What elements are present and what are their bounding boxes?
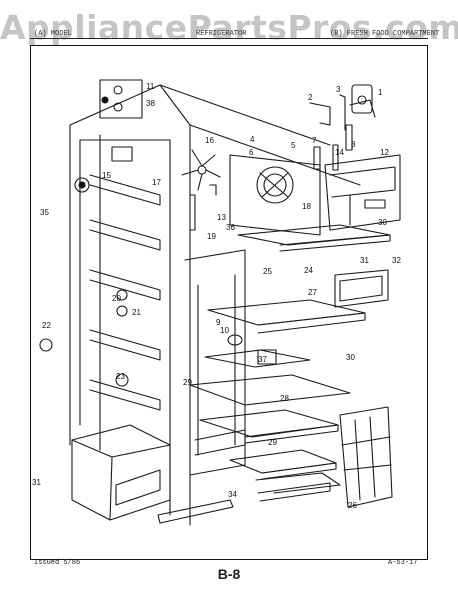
- cam: [116, 289, 128, 301]
- callout-30: 30: [378, 218, 387, 227]
- header-model: (A) MODEL: [34, 30, 72, 38]
- callout-24: 24: [304, 266, 313, 275]
- roller: [116, 305, 128, 317]
- hinge-part: [39, 338, 53, 352]
- callout-31b: 31: [32, 478, 41, 487]
- callout-27: 27: [308, 288, 317, 297]
- callout-28: 28: [280, 394, 289, 403]
- control-housing: [324, 154, 401, 231]
- callout-3: 3: [336, 85, 341, 94]
- callout-35: 35: [40, 208, 49, 217]
- callout-12: 12: [380, 148, 389, 157]
- callout-37: 38: [146, 99, 155, 108]
- callout-15: 15: [102, 171, 111, 180]
- top-brackets: [309, 84, 376, 171]
- callout-29b: 29: [268, 438, 277, 447]
- exploded-parts-diagram: 11 38 1 2 3 4 5 6 7 8 9 10 12 13 14 15 1…: [32, 79, 401, 526]
- callout-10: 10: [220, 326, 229, 335]
- meat-pan: [334, 269, 389, 308]
- thermostat: [111, 146, 133, 162]
- callout-32: 32: [392, 256, 401, 265]
- header-rule: [30, 38, 428, 39]
- refrigerator-cabinet: [69, 84, 361, 526]
- callout-26: 26: [348, 501, 357, 510]
- light-socket-inset: [99, 79, 143, 119]
- callout-16: 16: [205, 136, 214, 145]
- drawing-code: A-53-17: [388, 559, 418, 567]
- knob: [74, 177, 90, 193]
- callout-5: 5: [291, 141, 296, 150]
- callout-23: 23: [116, 372, 125, 381]
- callout-29: 29: [183, 378, 192, 387]
- shelves: [189, 224, 391, 502]
- callout-13: 13: [217, 213, 226, 222]
- callout-6: 6: [249, 148, 254, 157]
- screw-cluster: [115, 373, 129, 387]
- callout-34: 34: [228, 490, 237, 499]
- watermark: AppliancePartsPros.com: [0, 8, 458, 47]
- crisper-drawer: [71, 424, 171, 521]
- callout-25: 25: [263, 267, 272, 276]
- light-shield: [257, 349, 277, 365]
- crisper-frame: [339, 406, 393, 508]
- callout-4: 4: [250, 135, 255, 144]
- callout-30b: 30: [346, 353, 355, 362]
- header-title: REFRIGERATOR: [196, 30, 247, 38]
- issued-date: Issued 5/86: [34, 559, 81, 567]
- callout-36: 36: [226, 223, 235, 232]
- callout-18: 18: [302, 202, 311, 211]
- callout-20: 20: [112, 294, 121, 303]
- fan-motor-assembly: [181, 149, 321, 236]
- callout-22: 22: [42, 321, 51, 330]
- callout-17: 17: [152, 178, 161, 187]
- callout-11: 11: [146, 82, 155, 91]
- callout-31: 31: [360, 256, 369, 265]
- callout-7: 7: [312, 136, 317, 145]
- knob-center: [78, 181, 86, 189]
- callout-21: 21: [132, 308, 141, 317]
- callout-19: 19: [207, 232, 216, 241]
- callout-38: 37: [258, 355, 267, 364]
- callout-14: 14: [335, 148, 344, 157]
- callout-2: 2: [308, 93, 313, 102]
- page-number: B-8: [217, 566, 241, 582]
- bottom-trim: [157, 499, 234, 524]
- callout-1: 1: [378, 88, 383, 97]
- callout-8: 8: [351, 140, 356, 149]
- header-section: (B) FRESH FOOD COMPARTMENT: [330, 30, 440, 38]
- light-bulb: [227, 334, 243, 346]
- diagram-frame: [30, 45, 428, 560]
- callout-9: 9: [216, 318, 221, 327]
